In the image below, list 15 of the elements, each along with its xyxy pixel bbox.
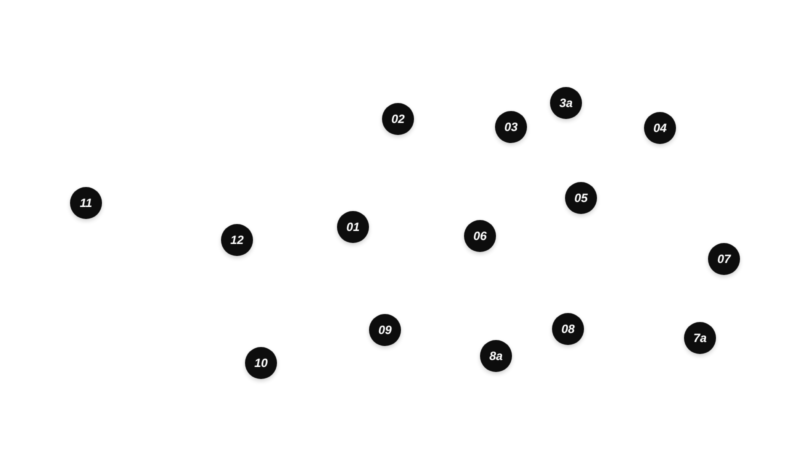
number-marker: 7a xyxy=(684,322,716,354)
number-marker: 12 xyxy=(221,224,253,256)
number-marker: 11 xyxy=(70,187,102,219)
number-marker: 09 xyxy=(369,314,401,346)
number-marker: 8a xyxy=(480,340,512,372)
number-marker: 03 xyxy=(495,111,527,143)
number-marker: 05 xyxy=(565,182,597,214)
number-marker: 06 xyxy=(464,220,496,252)
number-marker: 02 xyxy=(382,103,414,135)
number-marker: 3a xyxy=(550,87,582,119)
number-marker: 04 xyxy=(644,112,676,144)
number-marker: 07 xyxy=(708,243,740,275)
number-marker: 01 xyxy=(337,211,369,243)
number-marker: 10 xyxy=(245,347,277,379)
number-marker: 08 xyxy=(552,313,584,345)
